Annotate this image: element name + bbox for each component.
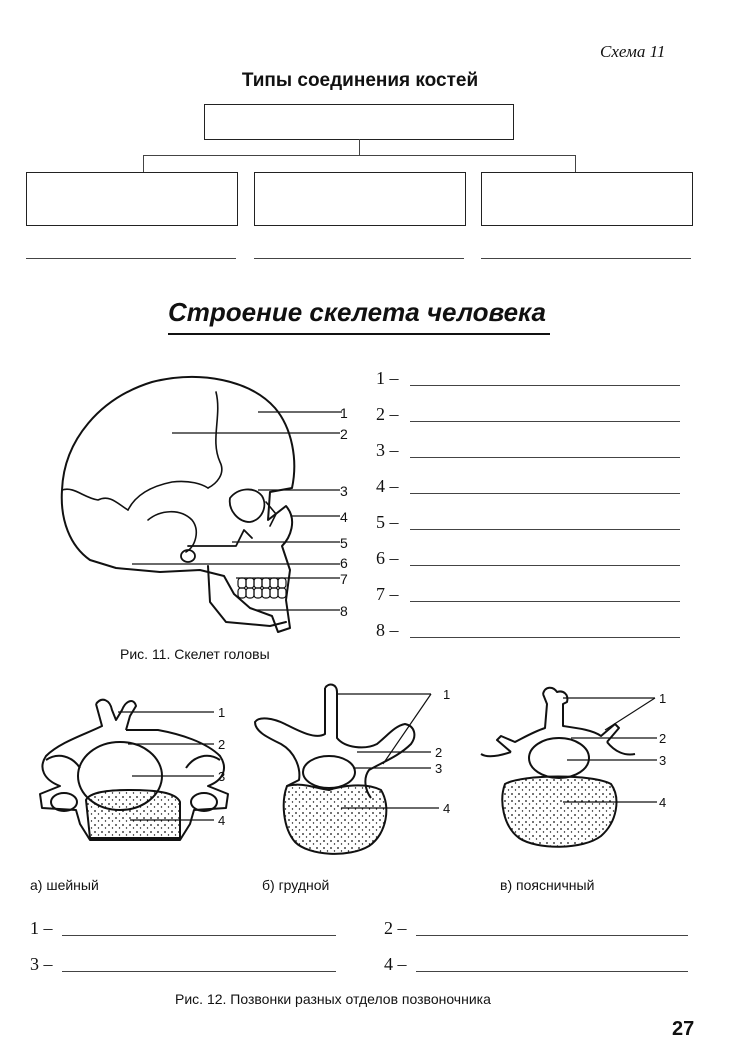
zygomatic-arch — [187, 529, 253, 547]
coronal-suture — [207, 391, 223, 489]
vertebra-marker: 1 — [218, 705, 225, 720]
vertebral-arch — [39, 703, 229, 841]
cervical-vertebra-figure: 1 2 3 4 — [39, 698, 229, 841]
spinous-process — [95, 698, 137, 731]
answer-label: 3 – — [376, 440, 399, 460]
cervical-label: а) шейный — [30, 877, 99, 893]
skull-marker: 2 — [340, 426, 348, 442]
skull-marker: 8 — [340, 603, 348, 619]
spinous-process — [324, 683, 416, 799]
transverse-process-right — [185, 754, 221, 769]
answer-line[interactable] — [410, 421, 680, 422]
skull-marker: 5 — [340, 535, 348, 551]
vertebra-marker: 3 — [218, 769, 225, 784]
answer-line[interactable] — [410, 385, 680, 386]
joints-title: Типы соединения костей — [241, 70, 479, 91]
answer-label: 4 – — [384, 954, 407, 974]
joints-top-box[interactable] — [204, 104, 514, 140]
answer-line[interactable] — [62, 935, 336, 936]
answer-label: 1 – — [30, 918, 53, 938]
vertebra-marker: 4 — [218, 813, 225, 828]
vertebra-marker: 3 — [435, 761, 442, 776]
orbit — [228, 488, 266, 523]
skull-marker: 6 — [340, 555, 348, 571]
vertebral-foramen — [528, 737, 590, 779]
scheme-label: Схема 11 — [600, 42, 666, 61]
answer-line[interactable] — [410, 457, 680, 458]
connector-line — [143, 155, 144, 172]
thoracic-vertebra-figure: 1 2 3 4 — [254, 683, 450, 855]
fig11-caption: Рис. 11. Скелет головы — [120, 646, 270, 662]
joints-box-middle[interactable] — [254, 172, 466, 226]
vertebra-marker: 3 — [659, 753, 666, 768]
vertebral-body — [282, 783, 388, 855]
vertebra-marker: 1 — [659, 691, 666, 706]
vertebra-marker: 2 — [659, 731, 666, 746]
vertebra-marker: 2 — [435, 745, 442, 760]
lumbar-vertebra-figure: 1 2 3 4 — [480, 686, 666, 848]
skull-marker: 3 — [340, 483, 348, 499]
vertebral-arch — [480, 741, 636, 758]
page-number: 27 — [672, 1018, 695, 1040]
answer-line[interactable] — [254, 258, 464, 259]
answer-label: 1 – — [376, 368, 399, 388]
vertebra-marker: 2 — [218, 737, 225, 752]
answer-line[interactable] — [410, 637, 680, 638]
squamous-suture — [127, 480, 209, 511]
answer-line[interactable] — [481, 258, 691, 259]
lambdoid-suture — [61, 488, 129, 511]
answer-line[interactable] — [410, 565, 680, 566]
answer-line[interactable] — [62, 971, 336, 972]
skull-figure: 1 2 3 4 5 6 7 8 — [60, 376, 348, 633]
answer-line[interactable] — [410, 493, 680, 494]
answer-label: 5 – — [376, 512, 399, 532]
answer-label: 2 – — [376, 404, 399, 424]
skull-marker: 4 — [340, 509, 348, 525]
skeleton-title: Строение скелета человека — [168, 297, 547, 327]
answer-line[interactable] — [26, 258, 236, 259]
answer-label: 8 – — [376, 620, 399, 640]
vertebra-marker: 1 — [443, 687, 450, 702]
answer-label: 2 – — [384, 918, 407, 938]
lumbar-label: в) поясничный — [500, 877, 595, 893]
answer-line[interactable] — [410, 601, 680, 602]
transverse-process-left — [45, 754, 81, 769]
vertebra-marker: 4 — [443, 801, 450, 816]
answer-label: 3 – — [30, 954, 53, 974]
spinous-process — [542, 686, 620, 743]
joints-box-right[interactable] — [481, 172, 693, 226]
connector-line — [359, 139, 360, 155]
transverse-foramen-left — [50, 792, 78, 812]
connector-line — [575, 155, 576, 172]
answer-line[interactable] — [416, 971, 688, 972]
connector-line — [143, 155, 575, 156]
answer-label: 4 – — [376, 476, 399, 496]
skull-marker: 1 — [340, 405, 348, 421]
vertebra-marker: 4 — [659, 795, 666, 810]
vertebral-body — [501, 775, 618, 848]
transverse-process-left — [254, 688, 326, 787]
skull-marker: 7 — [340, 571, 348, 587]
joints-box-left[interactable] — [26, 172, 238, 226]
answer-line[interactable] — [410, 529, 680, 530]
transverse-process-left — [496, 693, 548, 753]
vertebral-body — [84, 788, 181, 839]
cranium-outline — [60, 376, 296, 633]
answer-line[interactable] — [416, 935, 688, 936]
title-underline — [168, 333, 550, 335]
vertebral-foramen — [302, 755, 356, 789]
nasal-cavity — [265, 501, 277, 527]
ear-canal — [180, 549, 196, 563]
answer-label: 6 – — [376, 548, 399, 568]
temporal-outline — [147, 510, 198, 553]
transverse-foramen-right — [190, 792, 218, 812]
answer-label: 7 – — [376, 584, 399, 604]
thoracic-label: б) грудной — [262, 877, 330, 893]
mandible — [207, 565, 287, 627]
fig12-caption: Рис. 12. Позвонки разных отделов позвоно… — [175, 991, 491, 1007]
